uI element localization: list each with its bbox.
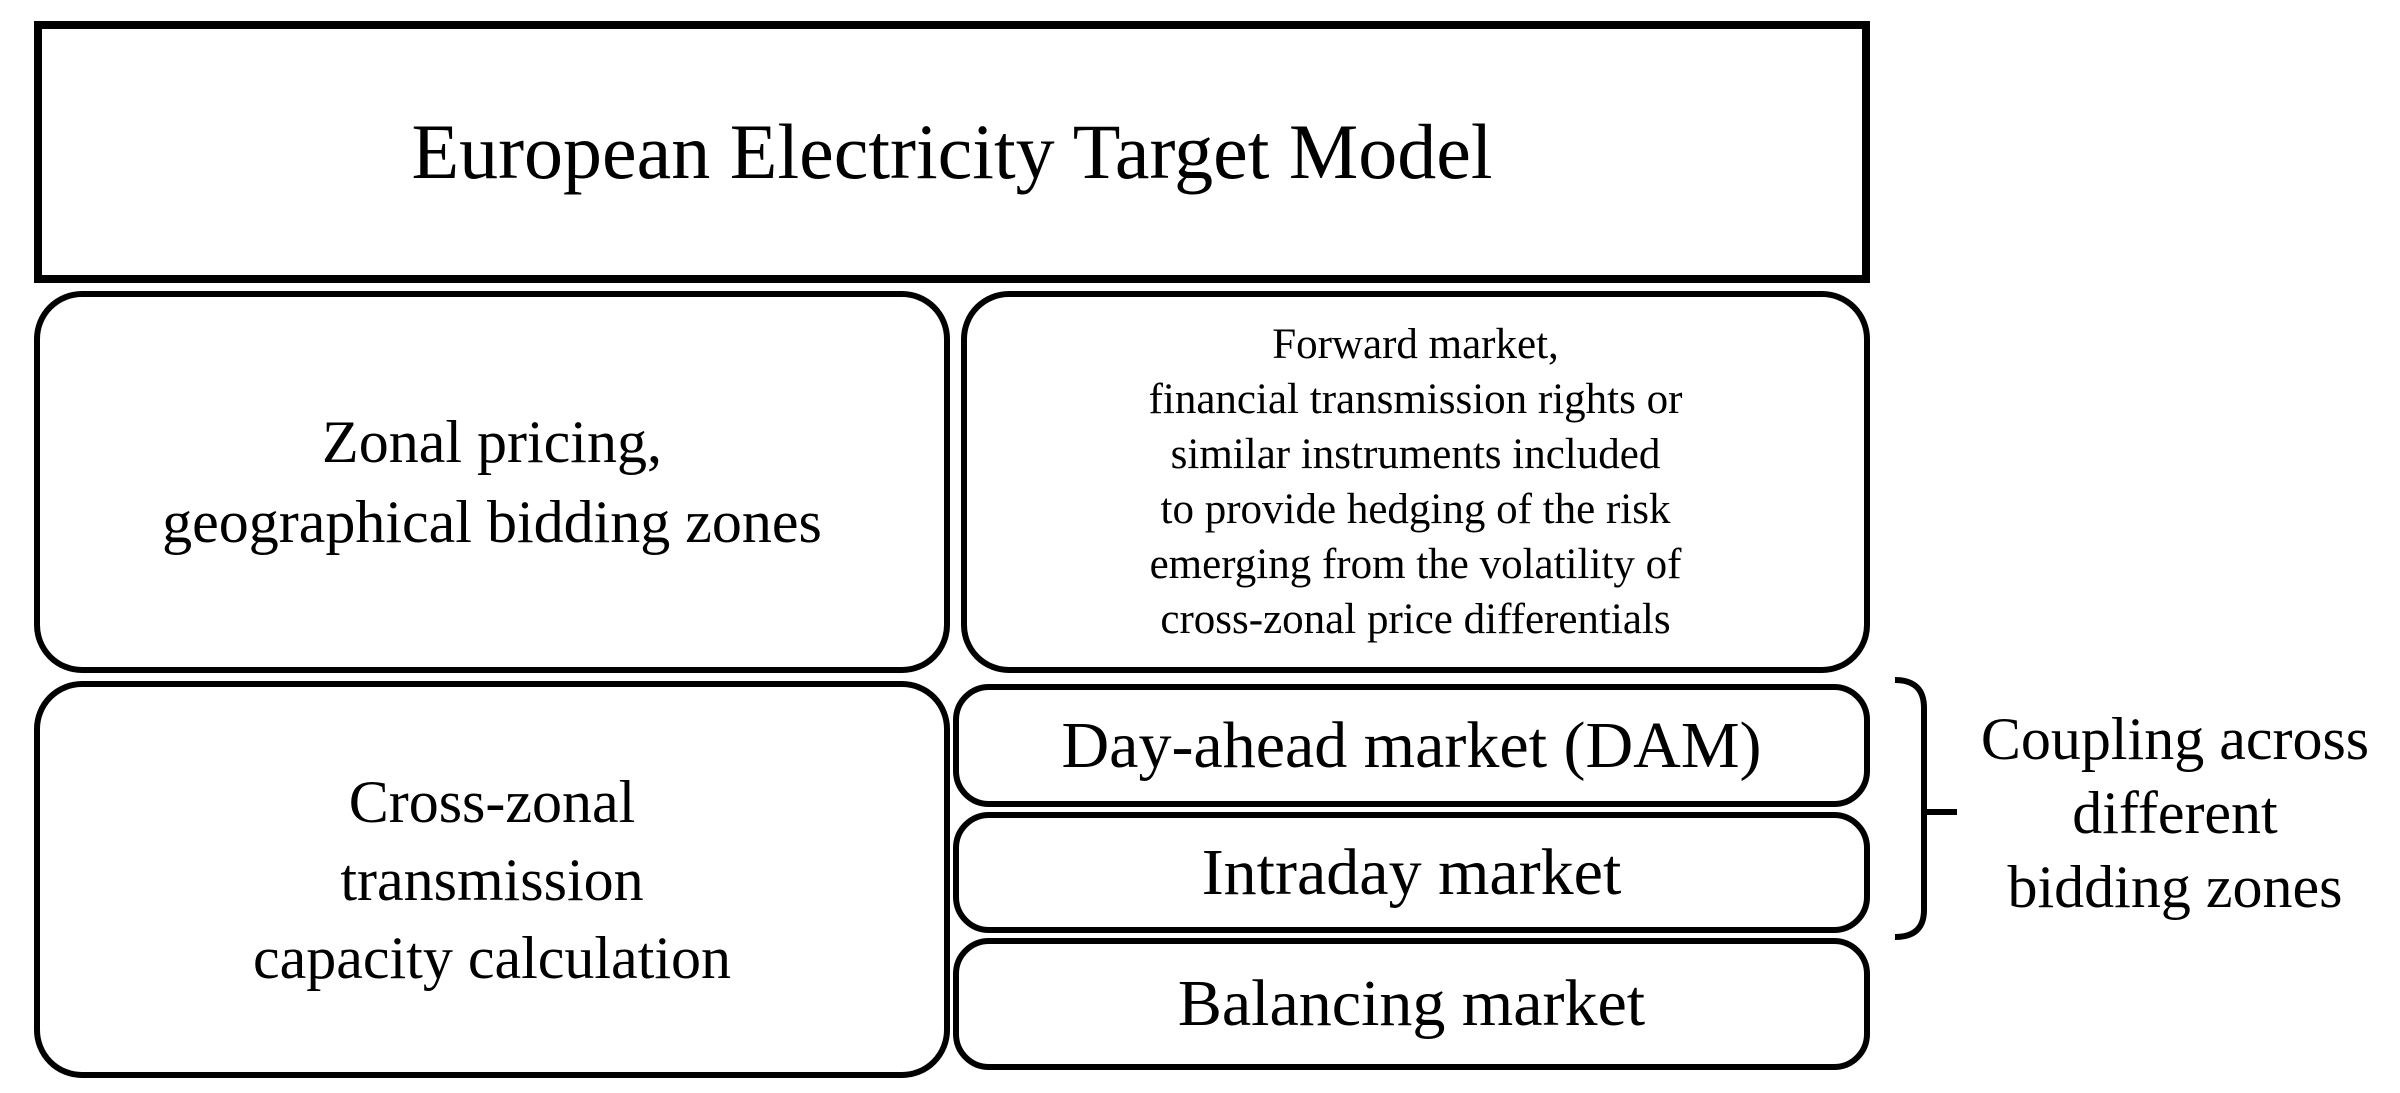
coupling-label-line: different [2072,780,2278,846]
balancing-market-label: Balancing market [1177,967,1646,1040]
cross-zonal-line: Cross-zonal [348,768,636,835]
intraday-market-box: Intraday market [953,812,1870,933]
forward-market-line: to provide hedging of the risk [1160,486,1671,533]
coupling-label-line: Coupling across [1980,706,2370,772]
forward-market-line: financial transmission rights or [1148,376,1683,423]
day-ahead-market-box: Day-ahead market (DAM) [953,684,1870,807]
coupling-label-line: bidding zones [2007,854,2343,920]
coupling-label: Coupling across different bidding zones [1950,702,2400,924]
cross-zonal-line: transmission [340,846,644,913]
day-ahead-market-label: Day-ahead market (DAM) [1061,708,1762,782]
cross-zonal-capacity-box: Cross-zonal transmission capacity calcul… [34,681,950,1078]
balancing-market-box: Balancing market [953,938,1870,1070]
coupling-brace-icon [1894,677,1957,940]
cross-zonal-line: capacity calculation [252,924,732,991]
zonal-pricing-line: Zonal pricing, [322,409,662,475]
forward-market-line: Forward market, [1272,321,1559,368]
forward-market-line: cross-zonal price differentials [1160,596,1671,643]
title-box: European Electricity Target Model [34,21,1870,283]
forward-market-line: similar instruments included [1170,431,1661,478]
zonal-pricing-line: geographical bidding zones [162,489,822,555]
brace-path [1894,677,1927,940]
intraday-market-label: Intraday market [1201,835,1622,909]
diagram-title: European Electricity Target Model [411,108,1493,195]
zonal-pricing-box: Zonal pricing, geographical bidding zone… [34,291,950,673]
forward-market-box: Forward market, financial transmission r… [961,291,1870,673]
forward-market-line: emerging from the volatility of [1149,541,1682,588]
